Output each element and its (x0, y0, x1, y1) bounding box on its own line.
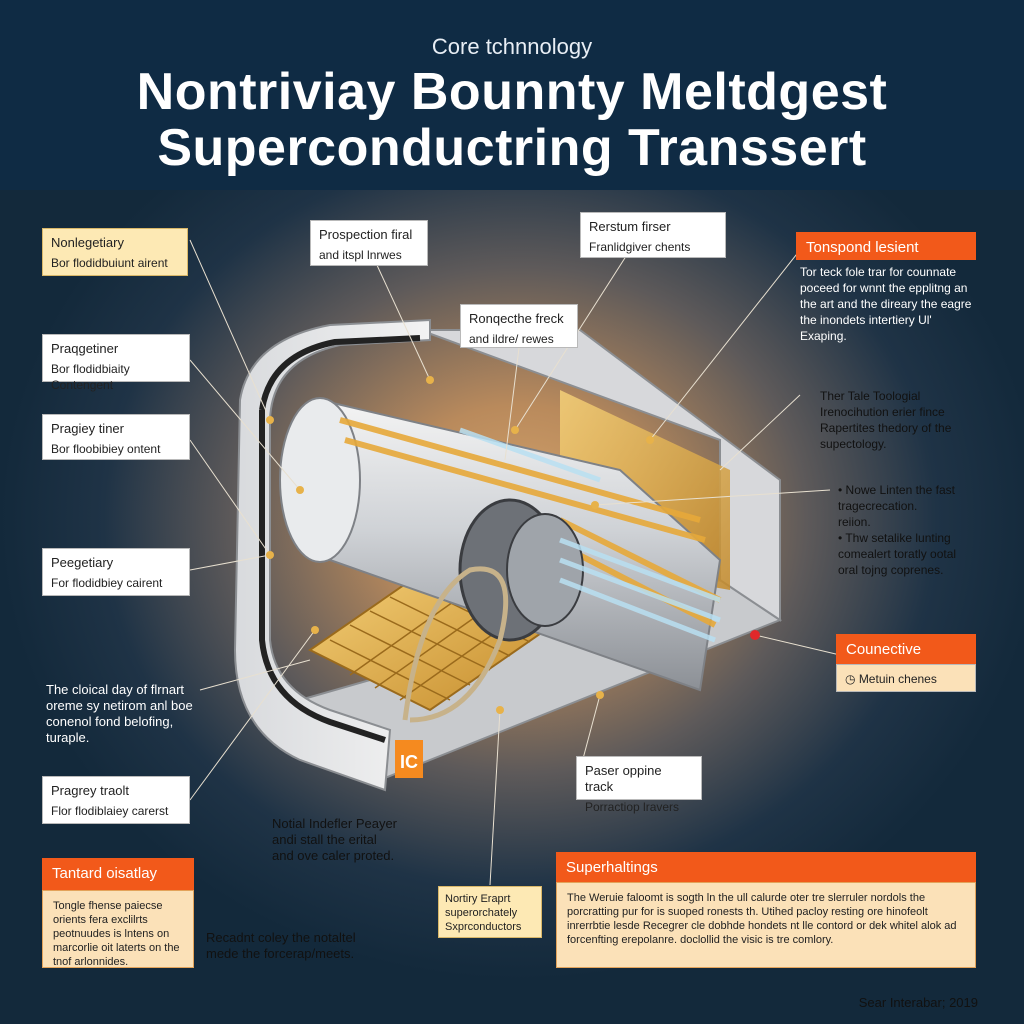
right-low-bullet1: Nowe Linten the fast (845, 483, 955, 497)
label-left-3-title: Pragiey tiner (51, 421, 124, 436)
label-bottom-mid-title: Paser oppine track (585, 763, 662, 794)
right-low-text: • Nowe Linten the fast tragecrecation. r… (838, 482, 998, 578)
overline: Core tchnnology (431, 34, 593, 59)
label-left-1-title: Nonlegetiary (51, 235, 124, 250)
right-mid-line3: Rapertites thedory of the (820, 421, 952, 435)
label-top-1-sub: and itspl lnrwes (319, 248, 402, 262)
right-mid-line1: Ther Tale Toologial (820, 389, 921, 403)
end-cap-gasket (259, 335, 421, 743)
right-top-heading: Tonspond lesient (796, 232, 976, 260)
label-left-1: Nonlegetiary Bor flodidbuiunt airent (42, 228, 188, 276)
badge-text: IC (400, 752, 418, 772)
right-mid-line4: supectology. (820, 437, 887, 451)
label-left-2-sub: Bor flodidbiaity Contengent (51, 362, 130, 392)
bottom-left-heading: Tantard oisatlay (42, 858, 194, 890)
loop-cable (402, 566, 509, 723)
label-left-4-title: Peegetiary (51, 555, 114, 570)
right-low-bullet2: Thw setalike lunting (845, 531, 951, 545)
label-left-4-sub: For flodidbiey cairent (51, 576, 163, 590)
label-left-1-sub: Bor flodidbuiunt airent (51, 256, 168, 270)
label-top-3: Ronqecthe freck and ildre/ rewes (460, 304, 578, 348)
badge-plate (395, 740, 423, 778)
label-top-3-title: Ronqecthe freck (469, 311, 564, 326)
leader-lines (189, 239, 841, 886)
label-bottom-mid-sub: Porractiop lravers (585, 800, 680, 814)
bottom-center-line3: Sxprconductors (445, 921, 522, 933)
label-left-3: Pragiey tiner Bor floobibiey ontent (42, 414, 190, 460)
right-low-bullet2-b: comealert toratly ootal (838, 547, 957, 561)
page-title-line1: Nontriviay Bounnty Meltdgest (136, 63, 888, 121)
label-top-2-title: Rerstum firser (589, 219, 671, 234)
label-top-2-sub: Franlidgiver chents (589, 240, 691, 254)
label-left-4: Peegetiary For flodidbiey cairent (42, 548, 190, 596)
housing-end-cap (233, 318, 431, 792)
label-top-3-sub: and ildre/ rewes (469, 332, 554, 346)
right-low-bullet2-c: oral tojng coprenes. (838, 563, 944, 577)
label-top-1: Prospection firal and itspl lnrwes (310, 220, 428, 266)
header-banner (0, 0, 1024, 190)
bottom-center-line2: superorchately (445, 907, 518, 919)
clock-icon: ◷ (845, 672, 859, 686)
page-title-line2: Superconductring Transsert (157, 119, 867, 177)
gold-conductor-bands (339, 417, 722, 628)
bottom-right-heading: Superhaltings (556, 852, 976, 882)
housing-back-wall (419, 329, 781, 622)
label-top-2: Rerstum firser Franlidgiver chents (580, 212, 726, 258)
crystal-rods (459, 427, 721, 643)
bottom-center-line1: Nortiry Eraprt (445, 893, 511, 905)
red-indicator (750, 630, 760, 640)
right-mid-text: Ther Tale Toologial Irenocihution erier … (820, 388, 1000, 452)
bottom-right-body: The Weruie faloomt is sogth ln the ull c… (556, 882, 976, 968)
bottom-left-body: Tongle fhense paiecse orients fera excli… (42, 890, 194, 968)
label-left-5-title: Pragrey traolt (51, 783, 130, 798)
bottom-center-note: Notial Indefler Peayer andi stall the er… (272, 816, 398, 863)
right-low-bullet1-c: reiion. (838, 515, 871, 529)
label-left-5: Pragrey traolt Flor flodiblaiey carerst (42, 776, 190, 824)
label-left-5-sub: Flor flodiblaiey carerst (51, 804, 169, 818)
label-bottom-mid: Paser oppine track Porractiop lravers (576, 756, 702, 814)
label-top-1-title: Prospection firal (319, 227, 413, 242)
cylinder-end (279, 397, 361, 563)
right-mid-line2: Irenocihution erier fince (820, 405, 945, 419)
label-left-2: Praqgetiner Bor flodidbiaity Contengent (42, 334, 190, 392)
label-left-2-title: Praqgetiner (51, 341, 119, 356)
connective-body: ◷ Metuin chenes (836, 664, 976, 692)
right-top-body: Tor teck fole trar for counnate poceed f… (800, 265, 972, 343)
label-left-3-sub: Bor floobibiey ontent (51, 442, 161, 456)
leader-dots (266, 376, 654, 714)
left-note: The cloical day of flrnart oreme sy neti… (46, 682, 193, 745)
bottom-left-note: Recadnt coley the notaltel mede the forc… (206, 930, 356, 961)
connective-heading: Counective (836, 634, 976, 664)
wire-bundle-core (506, 513, 584, 627)
label-bottom-center: Nortiry Eraprt superorchately Sxprconduc… (438, 886, 542, 938)
footer-credit: Sear Interabar; 2019 (858, 995, 978, 1010)
connective-body-text: Metuin chenes (858, 672, 937, 686)
right-low-bullet1-b: tragecrecation. (838, 499, 918, 513)
